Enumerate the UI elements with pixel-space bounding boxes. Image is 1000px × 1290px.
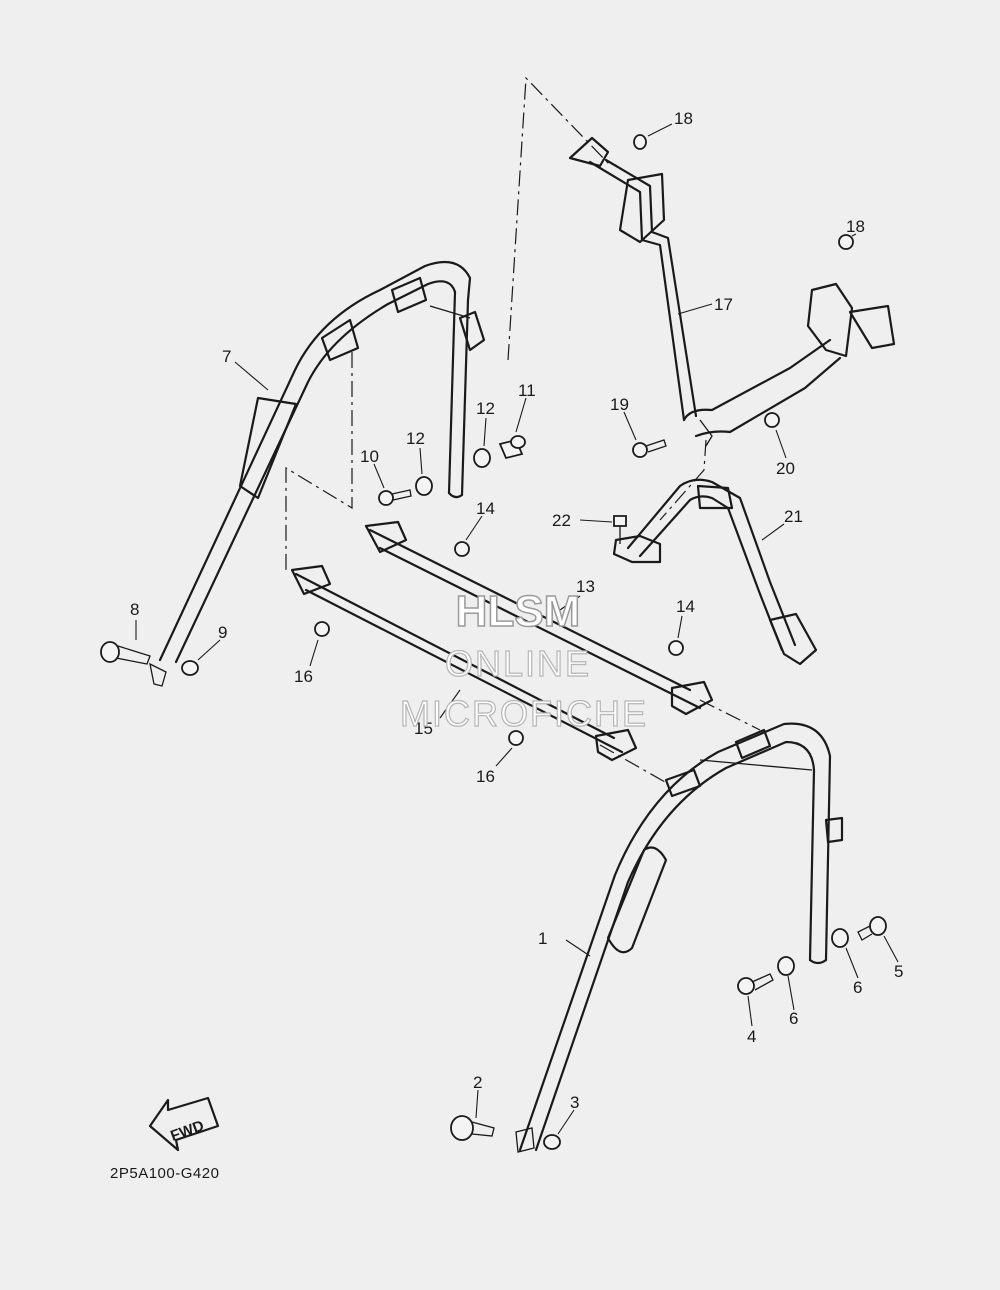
part-1-front-roll-bar[interactable] — [515, 722, 844, 1153]
watermark-line-3: MICROFICHE — [400, 693, 648, 734]
callout-19: 19 — [610, 395, 629, 414]
callout-16-lower: 16 — [476, 767, 495, 786]
part-13-cross-member[interactable] — [364, 520, 714, 716]
callout-20: 20 — [776, 459, 795, 478]
callout-18-right: 18 — [846, 217, 865, 236]
callout-4: 4 — [747, 1027, 756, 1046]
callout-1: 1 — [538, 929, 547, 948]
callout-21: 21 — [784, 507, 803, 526]
callout-22: 22 — [552, 511, 571, 530]
fwd-arrow-icon: FWD — [148, 1096, 220, 1152]
part-21-front-stay[interactable] — [612, 478, 818, 666]
leader-lines — [135, 123, 899, 1135]
callout-2: 2 — [473, 1073, 482, 1092]
watermark-line-1: HLSM — [456, 587, 581, 636]
callout-14-upper: 14 — [476, 499, 495, 518]
callout-16-upper: 16 — [294, 667, 313, 686]
callout-12-left: 12 — [406, 429, 425, 448]
callout-14-right: 14 — [676, 597, 695, 616]
watermark-line-2: ONLINE — [445, 643, 591, 684]
callout-15: 15 — [414, 719, 433, 738]
watermark: HLSM ONLINE MICROFICHE — [399, 586, 648, 734]
callout-6-left: 6 — [789, 1009, 798, 1028]
callout-9: 9 — [218, 623, 227, 642]
assembly-dash-lines — [285, 76, 761, 783]
part-17-front-brace[interactable] — [568, 136, 896, 447]
callout-3: 3 — [570, 1093, 579, 1112]
hardware[interactable] — [100, 134, 887, 1150]
fwd-label: FWD — [168, 1117, 206, 1145]
callout-7: 7 — [222, 347, 231, 366]
callout-12-right: 12 — [476, 399, 495, 418]
part-7-rear-roll-bar[interactable] — [149, 260, 486, 687]
drawing-code: 2P5A100-G420 — [110, 1165, 219, 1182]
callout-11: 11 — [518, 381, 536, 400]
callout-8: 8 — [130, 600, 139, 619]
callout-5: 5 — [894, 962, 903, 981]
callout-13: 13 — [576, 577, 595, 596]
callout-6-right: 6 — [853, 978, 862, 997]
callout-10: 10 — [360, 447, 379, 466]
callout-17: 17 — [714, 295, 733, 314]
callout-18-upper: 18 — [674, 109, 693, 128]
part-15-cross-member[interactable] — [290, 564, 638, 762]
callouts: 1 2 3 4 5 6 6 7 8 9 10 11 12 12 13 14 14… — [130, 109, 903, 1112]
